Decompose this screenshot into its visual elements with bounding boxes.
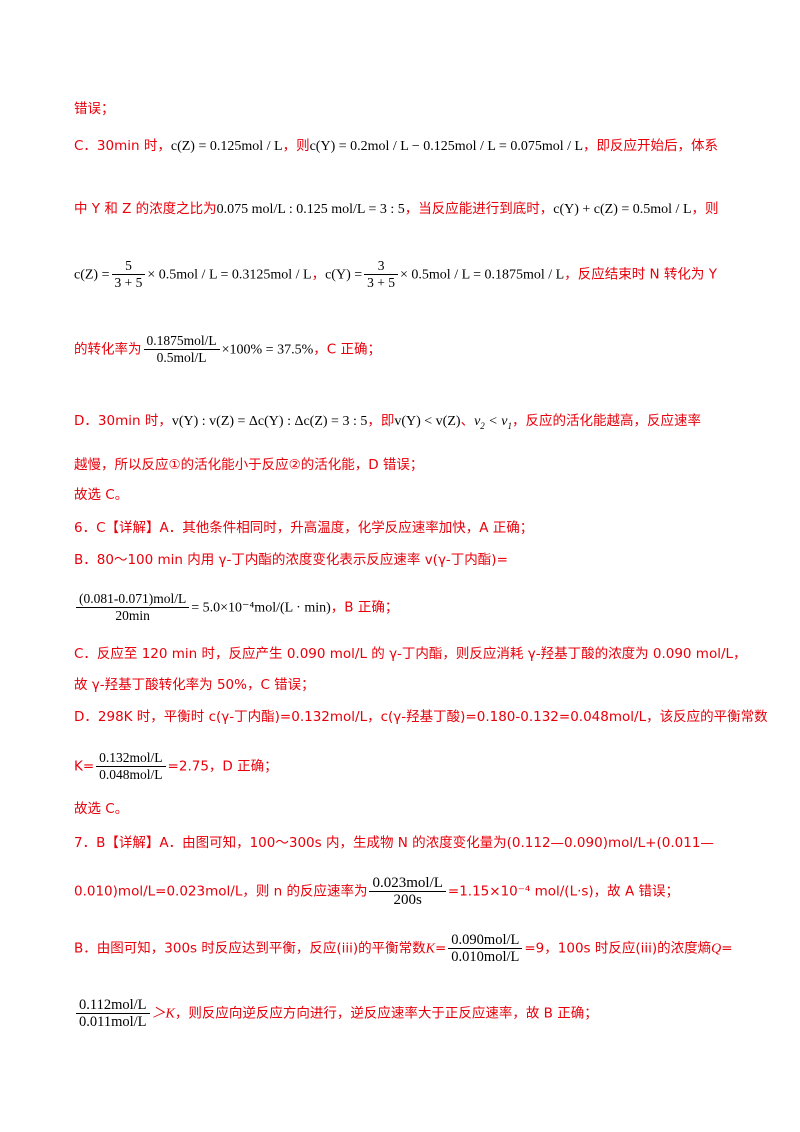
formula: c(Y) = [325,267,363,283]
formula: ＞K [151,1006,175,1022]
formula: Q [711,941,722,957]
text-fragment: = [434,940,447,957]
text-line: D．30min 时，v(Y) : v(Z) = Δc(Y) : Δc(Z) = … [74,412,760,435]
text-line: B．80～100 min 内用 γ-丁内酯的浓度变化表示反应速率 v(γ-丁内酯… [74,552,508,568]
text-fragment: ，则 [282,138,310,154]
formula: c(Z) = 0.125mol / L [170,139,283,154]
text-fragment: C．30min 时， [74,138,171,154]
text-fragment: D．30min 时， [74,413,172,429]
text-line: C．30min 时，c(Z) = 0.125mol / L，则c(Y) = 0.… [74,137,760,156]
text-line: 7．B【详解】A．由图可知，100～300s 内，生成物 N 的浓度变化量为(0… [74,835,714,851]
formula: ×100% = 37.5% [221,342,314,358]
text-fragment: ，即反应开始后，体系 [583,138,719,154]
text-line: B．由图可知，300s 时反应达到平衡，反应(iii)的平衡常数K=0.090m… [74,932,760,965]
text-line: 错误； [74,101,115,117]
text-fragment: B．由图可知，300s 时反应达到平衡，反应(iii)的平衡常数 [74,940,426,957]
text-line: 故 γ-羟基丁酸转化率为 50%，C 错误； [74,677,315,693]
text-line: 6．C【详解】A．其他条件相同时，升高温度，化学反应速率加快，A 正确； [74,520,534,536]
formula: = 5.0×10⁻⁴mol/(L · min) [191,600,331,616]
formula: × 0.5mol / L = 0.3125mol / L [147,267,312,283]
text-fragment: K= [74,758,95,775]
text-fragment: 0.010)mol/L=0.023mol/L，则 n 的反应速率为 [74,883,368,900]
formula: c(Z) = [74,267,110,283]
text-fragment: ，当反应能进行到底时， [404,201,554,217]
text-line: 故选 C。 [74,487,129,503]
text-fragment: ，C 正确； [313,341,381,358]
text-fragment: ，B 正确； [330,599,399,616]
text-fragment: 中 Y 和 Z 的浓度之比为 [74,201,217,217]
text-fragment: 的转化率为 [74,341,142,358]
text-fragment: ， [311,266,326,283]
formula: v(Y) < v(Z) [394,414,461,429]
formula: K [425,941,435,957]
formula: v2 < v1 [474,414,512,431]
text-fragment: =2.75，D 正确； [167,758,278,775]
text-line: 中 Y 和 Z 的浓度之比为0.075 mol/L : 0.125 mol/L … [74,200,760,219]
text-fragment: =1.15×10⁻⁴ mol/(L·s)，故 A 错误； [447,883,680,900]
text-line: 故选 C。 [74,801,129,817]
formula: 0.075 mol/L : 0.125 mol/L = 3 : 5 [216,202,405,217]
text-fragment: ，反应结束时 N 转化为 Y [564,266,717,283]
formula: c(Y) = 0.2mol / L − 0.125mol / L = 0.075… [309,139,584,154]
text-line: D．298K 时，平衡时 c(γ-丁内酯)=0.132mol/L，c(γ-羟基丁… [74,709,768,725]
text-line: 越慢，所以反应①的活化能小于反应②的活化能，D 错误； [74,457,424,473]
text-fragment: ，反应的活化能越高，反应速率 [511,413,701,429]
text-fragment: ，则 [691,201,719,217]
text-fragment: =9，100s 时反应(iii)的浓度熵 [524,940,712,957]
text-fragment: ，即 [367,413,395,429]
text-line: C．反应至 120 min 时，反应产生 0.090 mol/L 的 γ-丁内酯… [74,646,747,662]
text-fragment: = [721,940,733,957]
formula: c(Y) + c(Z) = 0.5mol / L [553,202,692,217]
text-fragment: ，则反应向逆反应方向进行，逆反应速率大于正反应速率，故 B 正确； [174,1005,598,1022]
formula: × 0.5mol / L = 0.1875mol / L [400,267,565,283]
formula: v(Y) : v(Z) = Δc(Y) : Δc(Z) = 3 : 5 [171,414,368,429]
text-fragment: 、 [460,413,475,429]
